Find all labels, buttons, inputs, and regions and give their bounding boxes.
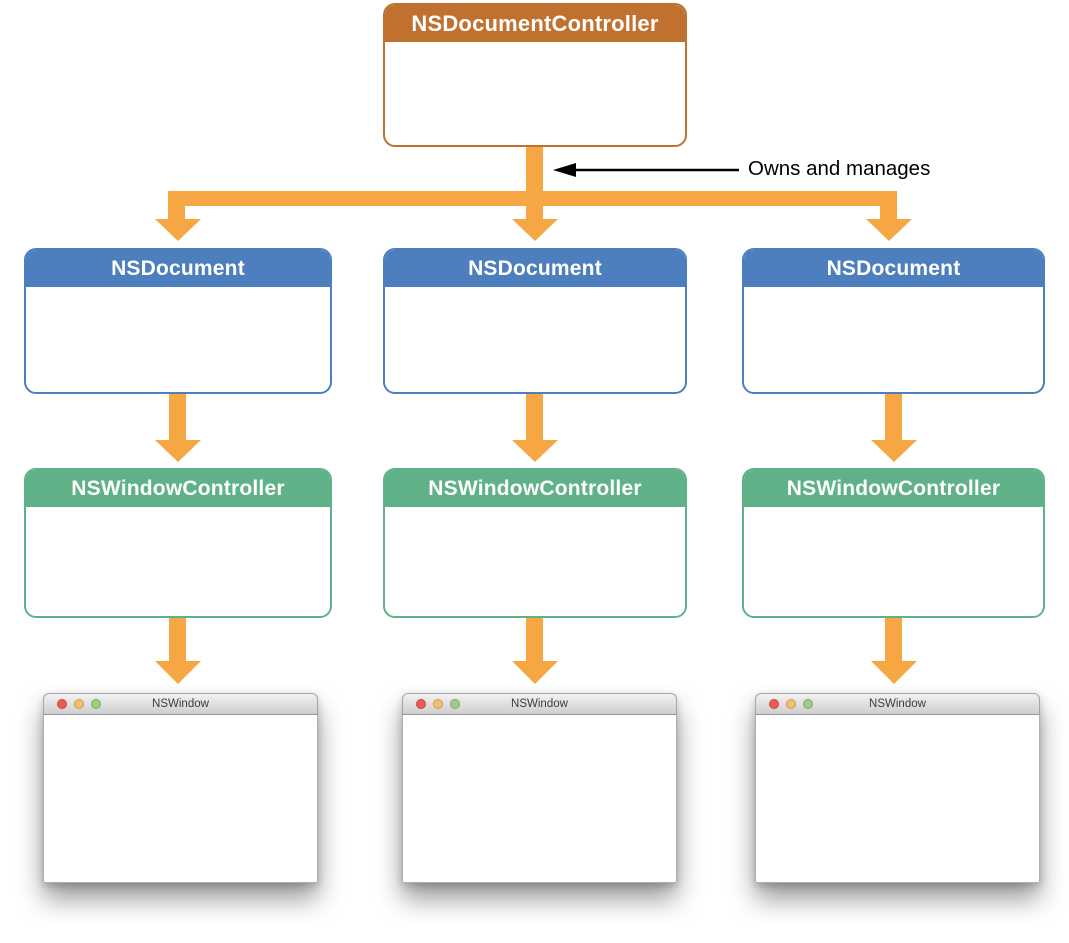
close-button-icon	[769, 699, 779, 709]
window-titlebar: NSWindow	[402, 693, 677, 715]
arrowhead-right	[866, 219, 912, 241]
arrowhead-left	[155, 219, 201, 241]
doc-to-wc-stem-3	[885, 393, 902, 440]
zoom-button-icon	[803, 699, 813, 709]
window-content	[402, 715, 677, 883]
class-box-nsdocument-2: NSDocument	[383, 248, 687, 394]
root-stem	[526, 146, 543, 206]
doc-to-wc-head-2	[512, 440, 558, 462]
doc-to-wc-head-3	[871, 440, 917, 462]
window-titlebar: NSWindow	[43, 693, 318, 715]
class-box-title: NSWindowController	[26, 470, 330, 507]
window-content	[43, 715, 318, 883]
wc-to-win-stem-2	[526, 617, 543, 661]
annotation-arrowhead	[553, 163, 576, 177]
class-box-nswindowcontroller-1: NSWindowController	[24, 468, 332, 618]
class-box-title: NSWindowController	[385, 470, 685, 507]
class-box-nsdocument-1: NSDocument	[24, 248, 332, 394]
class-box-nswindowcontroller-2: NSWindowController	[383, 468, 687, 618]
wc-to-win-head-3	[871, 661, 917, 684]
traffic-lights	[57, 694, 101, 714]
close-button-icon	[57, 699, 67, 709]
class-box-nsdocument-3: NSDocument	[742, 248, 1045, 394]
window-titlebar: NSWindow	[755, 693, 1040, 715]
drop-middle	[526, 191, 543, 219]
traffic-lights	[769, 694, 813, 714]
drop-left	[168, 191, 185, 219]
zoom-button-icon	[91, 699, 101, 709]
nswindow-mock-3: NSWindow	[755, 693, 1040, 883]
doc-to-wc-stem-2	[526, 393, 543, 440]
class-box-title: NSDocument	[385, 250, 685, 287]
window-content	[755, 715, 1040, 883]
wc-to-win-stem-1	[169, 617, 186, 661]
class-box-title: NSWindowController	[744, 470, 1043, 507]
doc-to-wc-head-1	[155, 440, 201, 462]
minimize-button-icon	[74, 699, 84, 709]
minimize-button-icon	[433, 699, 443, 709]
arrowhead-middle	[512, 219, 558, 241]
wc-to-win-head-2	[512, 661, 558, 684]
window-title: NSWindow	[511, 698, 568, 710]
class-box-nsdocumentcontroller: NSDocumentController	[383, 3, 687, 147]
zoom-button-icon	[450, 699, 460, 709]
window-title: NSWindow	[869, 698, 926, 710]
doc-to-wc-stem-1	[169, 393, 186, 440]
class-box-title: NSDocument	[26, 250, 330, 287]
close-button-icon	[416, 699, 426, 709]
window-title: NSWindow	[152, 698, 209, 710]
traffic-lights	[416, 694, 460, 714]
drop-right	[880, 191, 897, 219]
class-box-title: NSDocumentController	[385, 5, 685, 42]
distribution-bar	[168, 191, 897, 206]
class-box-nswindowcontroller-3: NSWindowController	[742, 468, 1045, 618]
nswindow-mock-2: NSWindow	[402, 693, 677, 883]
class-box-title: NSDocument	[744, 250, 1043, 287]
wc-to-win-head-1	[155, 661, 201, 684]
nswindow-mock-1: NSWindow	[43, 693, 318, 883]
annotation-arrow	[553, 163, 739, 177]
annotation-label: Owns and manages	[748, 157, 931, 180]
wc-to-win-stem-3	[885, 617, 902, 661]
minimize-button-icon	[786, 699, 796, 709]
